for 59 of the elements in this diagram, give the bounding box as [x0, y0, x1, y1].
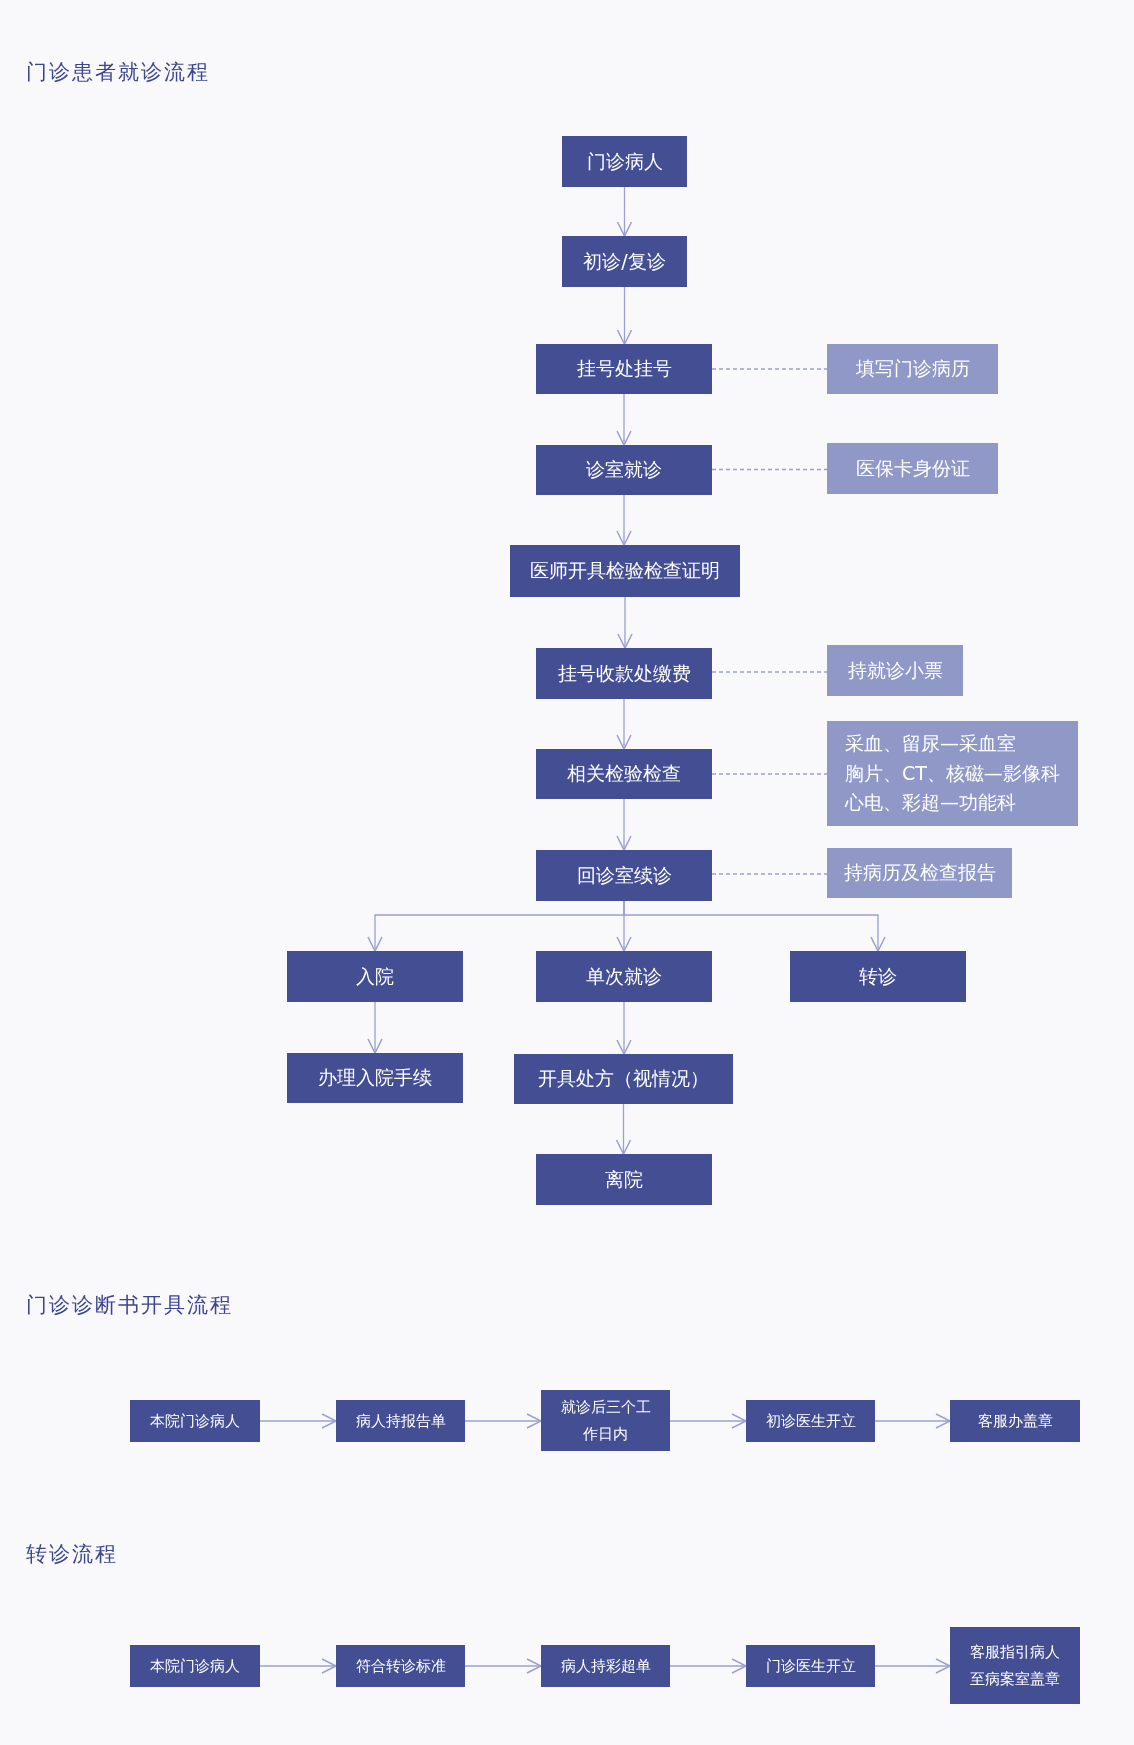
process-box: 办理入院手续: [287, 1053, 463, 1103]
arrow: [874, 1413, 951, 1429]
arrow: [616, 1001, 632, 1055]
process-box: 初诊/复诊: [562, 236, 687, 287]
dashed-connector: [711, 773, 828, 775]
note-box: 持病历及检查报告: [827, 848, 1012, 898]
process-box: 客服办盖章: [950, 1400, 1080, 1442]
arrow: [669, 1658, 747, 1674]
arrow: [616, 286, 633, 345]
process-box: 挂号收款处缴费: [536, 648, 712, 699]
arrow: [617, 596, 633, 649]
arrow: [259, 1413, 337, 1429]
note-line: 采血、留尿—采血室: [845, 731, 1016, 757]
arrow: [464, 1658, 542, 1674]
process-box: 符合转诊标准: [336, 1645, 465, 1687]
process-box: 就诊后三个工作日内: [541, 1390, 670, 1451]
arrow: [616, 798, 632, 851]
arrow: [367, 1001, 383, 1054]
process-box: 门诊病人: [562, 136, 687, 187]
process-box: 转诊: [790, 951, 966, 1002]
arrow: [616, 698, 632, 750]
section-title: 转诊流程: [26, 1541, 118, 1568]
process-box: 入院: [287, 951, 463, 1002]
arrow: [616, 393, 632, 446]
process-box: 医师开具检验检查证明: [510, 545, 740, 597]
process-box: 初诊医生开立: [746, 1400, 875, 1442]
arrow: [259, 1658, 337, 1674]
process-box: 开具处方（视情况）: [514, 1054, 733, 1104]
section-title: 门诊诊断书开具流程: [26, 1292, 233, 1319]
process-box: 离院: [536, 1154, 712, 1205]
note-box: 持就诊小票: [827, 645, 963, 696]
process-box: 回诊室续诊: [536, 850, 712, 901]
note-box: 医保卡身份证: [827, 443, 998, 494]
process-box: 病人持彩超单: [541, 1645, 670, 1687]
process-box: 相关检验检查: [536, 749, 712, 799]
arrow: [616, 186, 633, 237]
arrow: [615, 1103, 632, 1155]
process-box: 本院门诊病人: [130, 1400, 260, 1442]
dashed-connector: [711, 671, 828, 673]
process-box: 诊室就诊: [536, 445, 712, 495]
dashed-connector: [711, 468, 828, 471]
process-box: 本院门诊病人: [130, 1645, 260, 1687]
arrow: [874, 1658, 951, 1674]
note-line: 心电、彩超—功能科: [845, 790, 1016, 816]
dashed-connector: [711, 368, 828, 370]
section-title: 门诊患者就诊流程: [26, 59, 210, 86]
process-box: 门诊医生开立: [746, 1645, 875, 1687]
process-box: 客服指引病人至病案室盖章: [950, 1627, 1080, 1704]
arrow: [623, 900, 886, 952]
process-box: 单次就诊: [536, 951, 712, 1002]
arrow: [616, 494, 632, 546]
note-line: 胸片、CT、核磁—影像科: [845, 760, 1060, 786]
process-box: 挂号处挂号: [536, 344, 712, 394]
arrow: [669, 1413, 747, 1429]
arrow: [464, 1413, 542, 1429]
note-box: [827, 721, 1078, 826]
dashed-connector: [711, 873, 828, 875]
process-box: 病人持报告单: [336, 1400, 465, 1442]
note-box: 填写门诊病历: [827, 344, 998, 394]
